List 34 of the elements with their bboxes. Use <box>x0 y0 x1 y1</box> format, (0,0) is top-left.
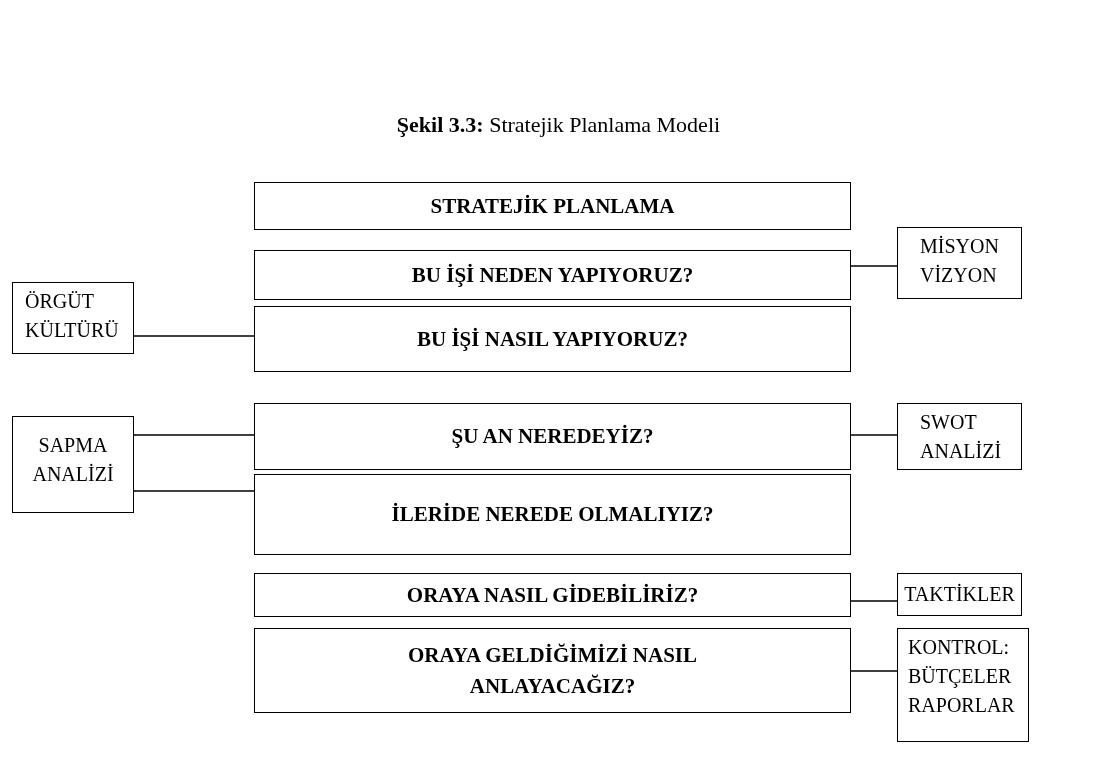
question-box <box>254 306 851 372</box>
connector-line <box>850 600 898 602</box>
question-box <box>254 182 851 230</box>
box-text: TAKTİKLER <box>904 582 1015 607</box>
note-box <box>897 573 1022 616</box>
connector-line <box>133 434 255 436</box>
question-box <box>254 628 851 713</box>
box-text: BU İŞİ NEDEN YAPIYORUZ? <box>411 261 694 289</box>
question-box <box>254 250 851 300</box>
figure-title: Şekil 3.3: Stratejik Planlama Modeli <box>395 112 722 138</box>
connector-line <box>850 265 898 267</box>
box-text: ŞU AN NEREDEYİZ? <box>451 423 654 451</box>
question-box <box>254 474 851 555</box>
connector-line <box>133 335 255 337</box>
box-text: BU İŞİ NASIL YAPIYORUZ? <box>417 325 688 353</box>
box-text: İLERİDE NEREDE OLMALIYIZ? <box>391 501 714 529</box>
note-box <box>12 282 134 354</box>
question-box <box>254 573 851 617</box>
question-box <box>254 403 851 470</box>
box-text: KONTROL: BÜTÇELER RAPORLAR <box>908 635 1016 718</box>
note-box <box>897 227 1022 299</box>
connector-line <box>850 670 898 672</box>
box-text: STRATEJİK PLANLAMA <box>430 192 675 220</box>
box-text: SAPMA ANALİZİ <box>31 433 115 487</box>
box-text: ORAYA GELDİĞİMİZİ NASIL ANLAYACAĞIZ? <box>406 642 698 700</box>
box-text: MİSYON VİZYON <box>920 234 1000 288</box>
box-text: ÖRGÜT KÜLTÜRÜ <box>25 289 120 343</box>
note-box <box>897 403 1022 470</box>
note-box <box>12 416 134 513</box>
note-box <box>897 628 1029 742</box>
connector-line <box>850 434 898 436</box>
box-text: SWOT ANALİZİ <box>920 410 1003 464</box>
box-text: ORAYA NASIL GİDEBİLİRİZ? <box>406 581 699 609</box>
connector-line <box>133 490 255 492</box>
